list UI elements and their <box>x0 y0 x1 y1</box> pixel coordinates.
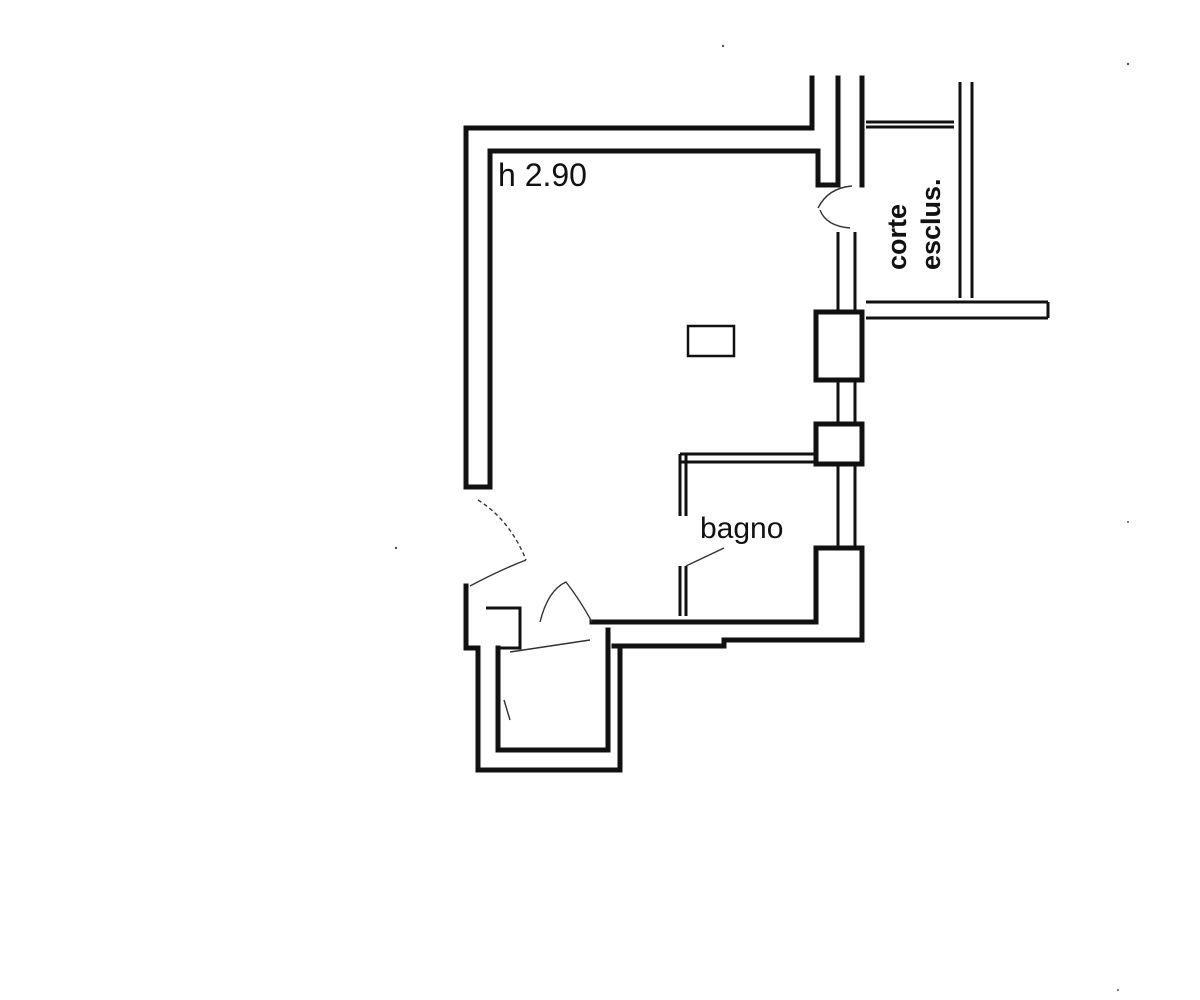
courtyard <box>866 82 1050 320</box>
courtyard-label-line1: corte <box>882 204 912 270</box>
courtyard-label-line2: esclus. <box>916 178 946 270</box>
main-room-walls <box>463 75 821 490</box>
lower-room-walls <box>463 583 623 773</box>
right-wall <box>813 75 865 643</box>
doors <box>469 185 853 623</box>
fixture-box <box>686 324 736 358</box>
bathroom-walls <box>678 452 814 616</box>
bathroom-label: bagno <box>700 512 783 545</box>
specks <box>394 44 1130 991</box>
bottom-wall <box>589 619 865 649</box>
ceiling-height-label: h 2.90 <box>498 157 587 193</box>
